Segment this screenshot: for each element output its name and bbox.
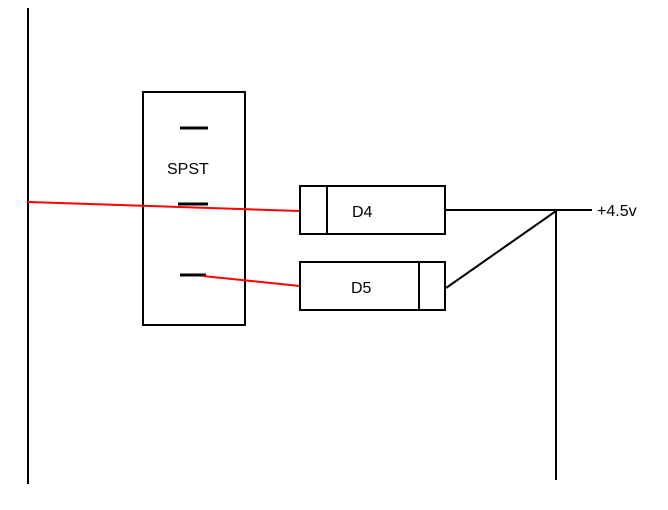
d5-label: D5 [351,280,372,297]
supply-voltage-label: +4.5v [597,203,637,220]
diode-d5-box [299,261,446,311]
red-wire-contact-to-d5 [202,275,301,287]
spst-label: SPST [167,161,209,178]
d4-label: D4 [352,204,373,221]
diode-d4-box [299,185,446,235]
wire-d5-to-junction [445,210,557,289]
red-wire-bus-to-d4 [27,201,301,212]
